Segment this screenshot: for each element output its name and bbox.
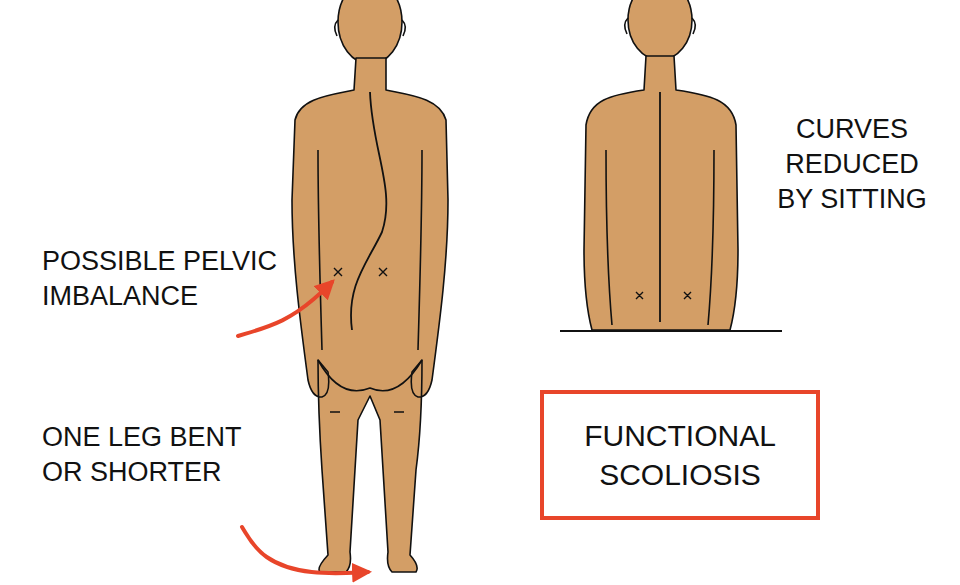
box-text: FUNCTIONAL SCOLIOSIS — [573, 416, 788, 494]
callout-label: ONE LEG BENT OR SHORTER — [42, 420, 274, 490]
standing-figure — [292, 0, 448, 572]
title-box: FUNCTIONAL SCOLIOSIS — [540, 390, 820, 520]
leader-arrow — [242, 527, 368, 573]
leader-arrows — [238, 282, 368, 573]
leader-arrow — [238, 282, 332, 336]
sitting-figure — [560, 0, 782, 331]
callout-label: POSSIBLE PELVIC IMBALANCE — [42, 244, 297, 314]
callout-label: CURVES REDUCED BY SITTING — [768, 112, 936, 217]
